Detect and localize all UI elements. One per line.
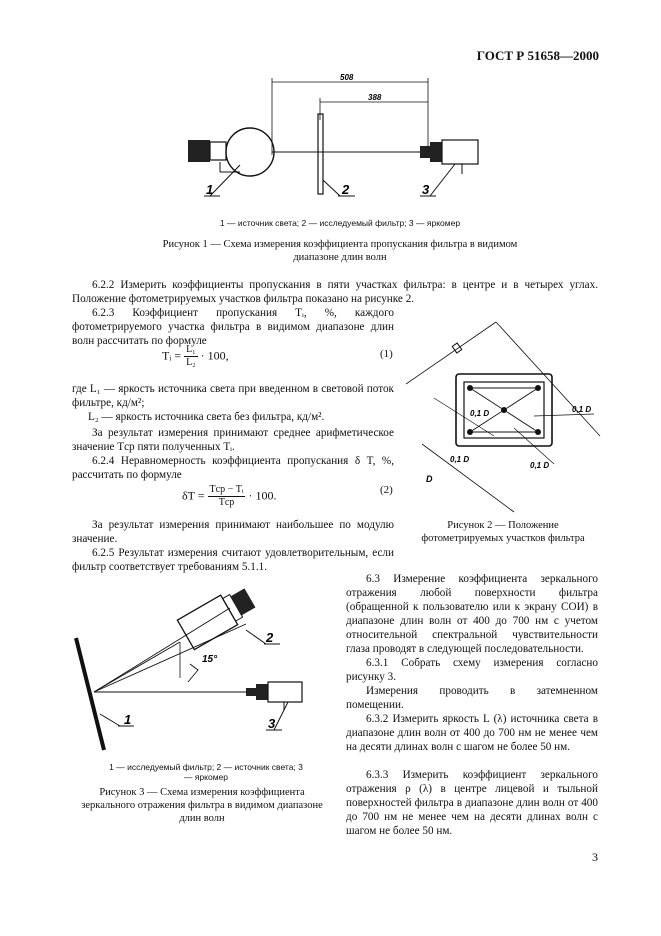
figure-1-legend: 1 — источник света; 2 — исследуемый филь… <box>219 218 461 228</box>
dim-388: 388 <box>368 93 382 102</box>
fig1-label-1: 1 <box>206 182 213 197</box>
para-6-3: 6.3 Измерение коэффициента зеркального о… <box>346 573 598 655</box>
dim-d: D <box>426 474 433 484</box>
result-2: За результат измерения принимают наиболь… <box>72 519 394 545</box>
point-top-right <box>535 385 541 391</box>
dim-01d-d: 0,1 D <box>530 461 549 470</box>
where-l1: где L₁ — яркость источника света при вве… <box>72 383 394 409</box>
para-6-3-1b: Измерения проводить в затемненном помеще… <box>346 685 598 711</box>
lamp-head <box>230 588 256 616</box>
formula-2-number: (2) <box>380 484 393 496</box>
meter-body <box>267 681 303 703</box>
dim-01d-c: 0,1 D <box>450 455 469 464</box>
para-6-2-4: 6.2.4 Неравномерность коэффициента пропу… <box>72 455 394 481</box>
figure-2-caption: Рисунок 2 — Положение фотометрируемых уч… <box>421 520 585 544</box>
formula-1-number: (1) <box>380 348 393 360</box>
figure-3-caption: Рисунок 3 — Схема измерения коэффициента… <box>81 787 323 824</box>
light-source-bulb <box>225 127 275 177</box>
filter-tilted <box>74 637 106 751</box>
dim-508: 508 <box>340 73 354 82</box>
luminance-meter <box>441 139 479 165</box>
dim-01d-b: 0,1 D <box>572 405 591 414</box>
para-6-2-2: 6.2.2 Измерить коэффициенты пропускания … <box>72 279 598 305</box>
para-6-3-2: 6.3.2 Измерить яркость L (λ) источника с… <box>346 713 598 753</box>
lamp-socket <box>188 140 210 162</box>
point-top-left <box>467 385 473 391</box>
filter-plate <box>317 113 324 195</box>
para-6-3-3: 6.3.3 Измерить коэффициент зеркального о… <box>346 769 598 837</box>
filter-inner <box>463 381 545 439</box>
fig3-label-3: 3 <box>268 716 276 731</box>
para-6-3-1: 6.3.1 Собрать схему измерения согласно р… <box>346 657 598 683</box>
figure-2-diagram: 0,1 D 0,1 D 0,1 D 0,1 D D <box>405 321 601 513</box>
fig3-label-2: 2 <box>265 630 274 645</box>
figure-1-diagram: 508 388 1 2 3 <box>188 73 479 197</box>
where-l2: L₂ — яркость источника света без фильтра… <box>88 411 325 423</box>
angle-label: 15° <box>202 654 218 665</box>
dim-01d-a: 0,1 D <box>470 409 489 418</box>
fig1-label-2: 2 <box>341 182 350 197</box>
point-bottom-right <box>535 429 541 435</box>
result-1: За результат измерения принимают среднее… <box>72 427 394 453</box>
fig3-label-1: 1 <box>124 712 131 727</box>
filter-outline <box>455 373 553 447</box>
point-bottom-left <box>467 429 473 435</box>
page-number: 3 <box>592 850 598 864</box>
point-center <box>501 407 507 413</box>
para-6-2-3: 6.2.3 Коэффициент пропускания Tᵢ, %, каж… <box>72 307 394 347</box>
standard-header: ГОСТ Р 51658—2000 <box>476 48 599 63</box>
fig1-label-3: 3 <box>422 182 430 197</box>
figure-3-legend: 1 — исследуемый фильтр; 2 — источник све… <box>109 762 303 782</box>
figure-1-caption: Рисунок 1 — Схема измерения коэффициента… <box>162 239 518 263</box>
para-6-2-5: 6.2.5 Результат измерения считают удовле… <box>72 547 394 573</box>
figure-3-diagram: 15° 2 1 3 <box>74 588 303 751</box>
